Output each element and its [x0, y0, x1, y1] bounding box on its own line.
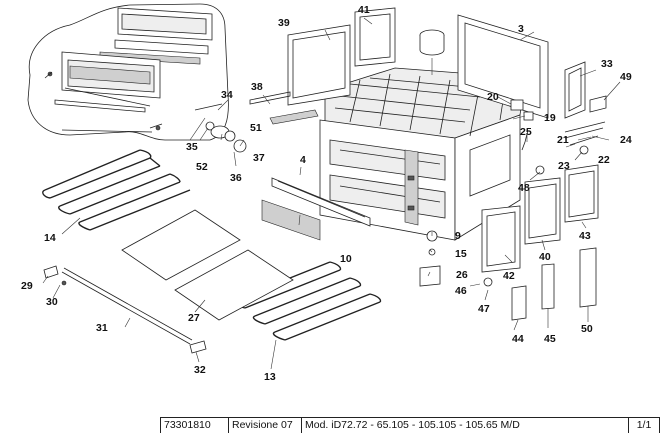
part-label: 25 — [520, 126, 532, 138]
part-label: 37 — [253, 152, 265, 164]
door-assembly-callout — [27, 3, 229, 141]
part-label: 51 — [250, 122, 262, 134]
part-label: 40 — [539, 251, 551, 263]
part-label: 34 — [221, 89, 233, 101]
title-block: 73301810 Revisione 07 Mod. iD72.72 - 65.… — [160, 417, 660, 433]
part-label: 10 — [340, 253, 352, 265]
part-label: 29 — [21, 280, 33, 292]
heating-coil-lower — [232, 261, 382, 341]
part-label: 36 — [230, 172, 242, 184]
top-vent-grid — [334, 73, 506, 137]
support-rod — [43, 265, 207, 354]
part-label: 24 — [620, 134, 632, 146]
part-label: 19 — [544, 112, 556, 124]
part-label: 30 — [46, 296, 58, 308]
revision-label: Revisione 07 — [229, 418, 302, 433]
part-label: 50 — [581, 323, 593, 335]
part-label: 38 — [251, 81, 263, 93]
part-label: 3 — [518, 23, 524, 35]
part-label: 13 — [264, 371, 276, 383]
part-label: 48 — [518, 182, 530, 194]
part-label: 31 — [96, 322, 108, 334]
part-label: 44 — [512, 333, 524, 345]
part-label: 23 — [558, 160, 570, 172]
door-bars — [261, 177, 371, 241]
exploded-parts-diagram: 3 4 9 10 13 14 15 19 20 21 22 23 24 25 2… — [21, 3, 632, 383]
drawing-code: 73301810 — [161, 418, 229, 433]
part-label: 27 — [188, 312, 200, 324]
part-label: 21 — [557, 134, 569, 146]
part-label: 14 — [44, 232, 56, 244]
part-labels: 3 4 9 10 13 14 15 19 20 21 22 23 24 25 2… — [21, 4, 632, 383]
part-label: 46 — [455, 285, 467, 297]
page-number: 1/1 — [636, 419, 652, 431]
part-label: 49 — [620, 71, 632, 83]
leader-lines — [42, 17, 621, 370]
part-label: 43 — [579, 230, 591, 242]
part-label: 39 — [278, 17, 290, 29]
model-list: Mod. iD72.72 - 65.105 - 105.105 - 105.65… — [302, 418, 629, 433]
rear-panels — [287, 7, 549, 119]
part-label: 20 — [487, 91, 499, 103]
part-label: 41 — [358, 4, 370, 16]
part-label: 45 — [544, 333, 556, 345]
part-label: 47 — [478, 303, 490, 315]
part-label: 52 — [196, 161, 208, 173]
part-label: 22 — [598, 154, 610, 166]
part-label: 9 — [455, 230, 461, 242]
left-middle-parts — [194, 91, 319, 153]
part-label: 26 — [456, 269, 468, 281]
heating-coil-upper — [42, 149, 191, 231]
part-label: 35 — [186, 141, 198, 153]
part-label: 32 — [194, 364, 206, 376]
baking-stones — [121, 209, 294, 321]
part-label: 15 — [455, 248, 467, 260]
part-label: 33 — [601, 58, 613, 70]
part-label: 42 — [503, 270, 515, 282]
part-label: 4 — [300, 154, 306, 166]
